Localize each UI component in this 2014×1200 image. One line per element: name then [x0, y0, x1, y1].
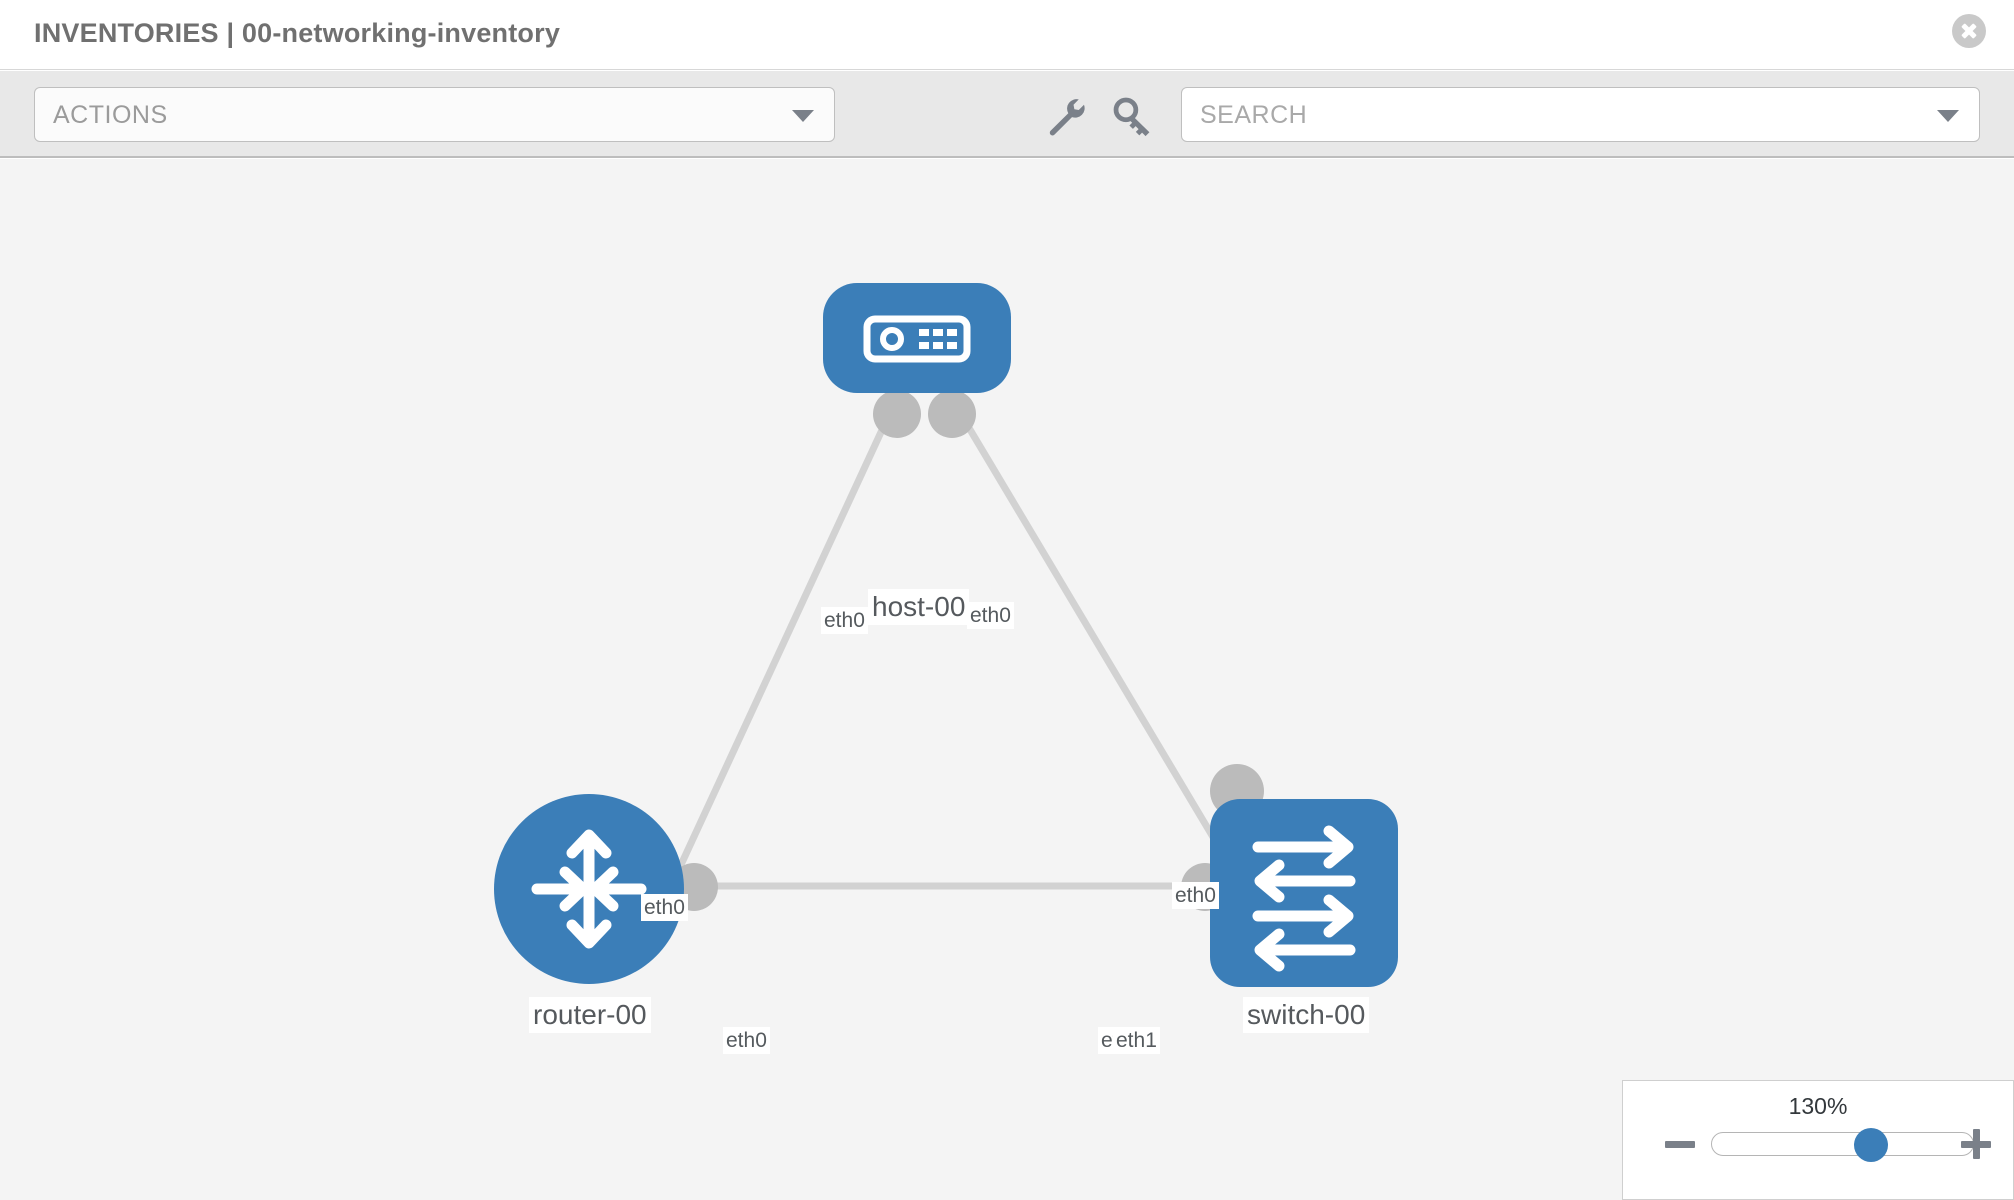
server-icon	[863, 315, 971, 363]
node-host-00	[823, 283, 1011, 393]
actions-dropdown[interactable]: ACTIONS	[34, 87, 835, 142]
edge-label-host-left: eth0	[821, 607, 868, 634]
edge-label-switch-left-b: eth1	[1113, 1027, 1160, 1054]
search-placeholder: SEARCH	[1200, 101, 1308, 129]
topology-canvas[interactable]: eth0 eth0 host-00 eth0 eth0 router-00 et…	[0, 159, 2014, 1200]
zoom-level-readout: 130%	[1788, 1093, 1848, 1119]
page-title: INVENTORIES | 00-networking-inventory	[34, 18, 561, 48]
node-switch-00	[1210, 799, 1398, 987]
topology-graph	[494, 283, 1398, 987]
zoom-control-panel: 130%	[1622, 1080, 2014, 1200]
actions-dropdown-label: ACTIONS	[53, 101, 168, 129]
node-label-host-00: host-00	[868, 589, 970, 625]
topology-edges	[651, 389, 1242, 923]
close-icon[interactable]	[1952, 14, 1986, 48]
chevron-down-icon	[792, 109, 814, 122]
edge-label-switch-up: eth0	[1172, 882, 1219, 909]
window-header: INVENTORIES | 00-networking-inventory	[0, 0, 2014, 70]
plus-icon[interactable]	[1961, 1129, 1991, 1159]
node-label-router-00: router-00	[529, 997, 651, 1033]
search-input[interactable]: SEARCH	[1181, 87, 1980, 142]
edge-host-switch	[943, 389, 1242, 881]
router-arrows-icon	[531, 829, 647, 949]
edge-host-router	[651, 389, 904, 923]
toolbar: ACTIONS SEARCH	[0, 71, 2014, 158]
zoom-slider-thumb[interactable]	[1853, 1128, 1888, 1162]
zoom-slider[interactable]	[1711, 1128, 1974, 1162]
minus-icon[interactable]	[1665, 1129, 1695, 1159]
topology-ports	[670, 390, 1264, 911]
edge-label-router-right: eth0	[723, 1027, 770, 1054]
node-label-switch-00: switch-00	[1243, 997, 1370, 1033]
edge-label-host-right: eth0	[967, 602, 1014, 629]
edge-label-router-up: eth0	[641, 894, 688, 921]
port-host-left	[873, 390, 921, 438]
chevron-down-icon[interactable]	[1937, 109, 1959, 122]
wrench-icon[interactable]	[1043, 93, 1087, 137]
key-icon[interactable]	[1112, 93, 1156, 137]
port-host-right	[928, 390, 976, 438]
node-router-00	[494, 794, 684, 984]
switch-arrows-icon	[1252, 825, 1356, 972]
